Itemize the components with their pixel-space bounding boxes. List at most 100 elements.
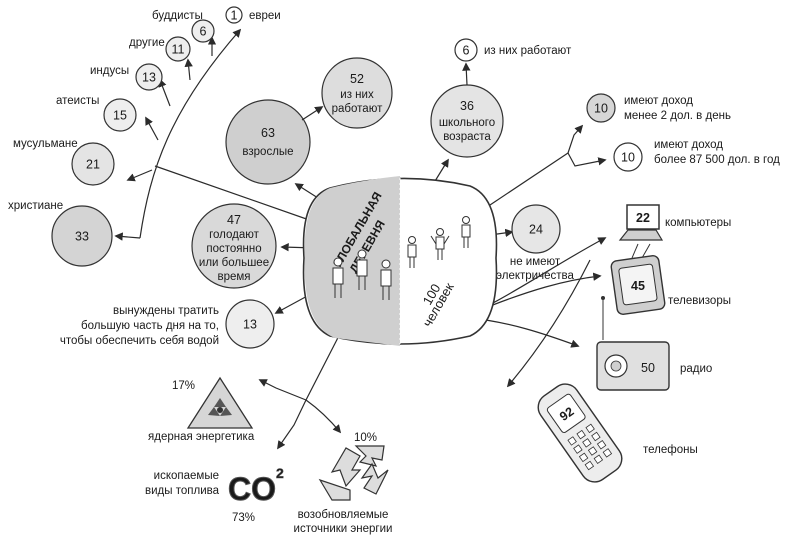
adults-arrow [294,183,319,199]
school-working-value: 6 [463,44,470,58]
school-l2: возраста [443,131,491,143]
adults-working-value: 52 [350,72,364,86]
jews-circle [225,6,243,24]
renewable-l2: источники энергии [294,523,393,535]
branch-arrow-christians [114,232,141,241]
center-left-half [304,176,400,346]
hindus-value: 13 [142,71,156,85]
electricity-branch: 24 не имеют электричества [489,204,574,282]
renewable-arrow [305,399,342,434]
energy-branch: 17% ядерная энергетика CO 2 ископаемые в… [145,321,393,535]
branch-arrow-atheists [145,116,159,141]
co2-symbol: CO [228,471,276,507]
adults-value: 63 [261,126,275,140]
water-branch: 13 вынуждены тратить большую часть дня н… [60,287,323,349]
nuclear-arrow [258,379,307,401]
branch-arrow-hindus [158,78,171,107]
buddhists-circle [191,19,215,43]
income-low-arrow [567,124,584,154]
hindus-circle [135,63,163,91]
christians-label: христиане [8,200,63,212]
computers-value: 22 [636,211,650,225]
renewable-l1: возобновляемые [298,509,389,521]
water-l3: чтобы обеспечить себя водой [60,335,219,347]
hindus-label: индусы [90,65,129,77]
laptop-icon [618,204,664,241]
tv-label: телевизоры [668,295,731,307]
adults-working-l2: работают [332,103,383,115]
water-value: 13 [243,318,257,332]
fossil-percent: 73% [232,512,255,524]
income-high-circle [613,142,643,172]
income-low-l1: имеют доход [624,95,693,107]
school-value: 36 [460,99,474,113]
branch-arrow-muslims [126,169,153,182]
others-label: другие [129,37,165,49]
atheists-value: 15 [113,109,127,123]
religion-branch: 1 евреи 6 буддисты 11 другие 13 индусы 1… [8,6,316,267]
adults-working-circle [321,57,393,129]
adults-circle [225,99,311,185]
school-working-circle [454,38,478,62]
water-l2: большую часть дня на то, [81,320,219,332]
income-branch: 10 имеют доход менее 2 дол. в день 10 им… [489,93,780,206]
phones-arrow [506,259,591,388]
income-high-l1: имеют доход [654,139,723,151]
electricity-l2: электричества [496,270,574,282]
buddhists-value: 6 [200,25,207,39]
radio-icon [596,296,670,391]
recycle-icon [318,445,389,501]
people-figures-right [407,216,471,268]
hunger-l3: или большее [199,257,269,269]
jews-label: евреи [249,10,281,22]
radio-label: радио [680,363,712,375]
hunger-l1: голодают [209,229,260,241]
electricity-l1: не имеют [510,256,561,268]
others-value: 11 [172,43,185,57]
renewable-percent: 10% [354,432,377,444]
fossil-l2: виды топлива [145,485,220,497]
water-l1: вынуждены тратить [113,305,219,317]
mobile-phone-icon: 92 [537,383,623,483]
income-low-value: 10 [594,102,608,116]
income-low-circle [586,93,616,123]
muslims-circle [71,142,115,186]
fossil-l1: ископаемые [154,470,219,482]
radiation-icon [186,376,254,429]
school-branch: 36 школьного возраста 6 из них работают [430,38,572,187]
nuclear-label: ядерная энергетика [148,431,255,443]
christians-circle [51,205,113,267]
income-high-l2: более 87 500 дол. в год [654,154,780,166]
religion-trunk-arrow [139,28,242,239]
others-circle [165,36,191,62]
center-village: ГЛОБАЛЬНАЯ ДЕРЕВНЯ 100 человек [302,176,498,346]
school-working-label: из них работают [484,45,572,57]
income-low-l2: менее 2 дол. в день [624,110,731,122]
electricity-circle [511,204,561,254]
tv-icon [610,243,666,316]
phones-label: телефоны [643,444,698,456]
adults-working-l1: из них [340,89,374,101]
school-l1: школьного [439,117,495,129]
water-circle [225,299,275,349]
adults-working-arrow [301,106,324,121]
jews-value: 1 [231,9,238,23]
religion-connector [154,165,316,223]
income-connector [489,152,569,206]
branch-arrow-others [184,58,193,81]
fossil-arrow [277,399,307,450]
radio-value: 50 [641,361,655,375]
hunger-l2: постоянно [206,243,261,255]
computers-label: компьютеры [665,217,731,229]
adults-branch: 63 взрослые 52 из них работают [225,57,393,199]
tv-arrow [479,272,602,311]
muslims-value: 21 [86,158,100,172]
christians-value: 33 [75,230,89,244]
school-working-arrow [462,62,471,86]
co2-subscript: 2 [276,465,284,481]
hunger-circle [191,203,277,289]
atheists-circle [103,98,137,132]
devices-branch: 22 компьютеры 45 телевизоры 50 радио [469,204,731,483]
people-figures-left [332,249,392,300]
